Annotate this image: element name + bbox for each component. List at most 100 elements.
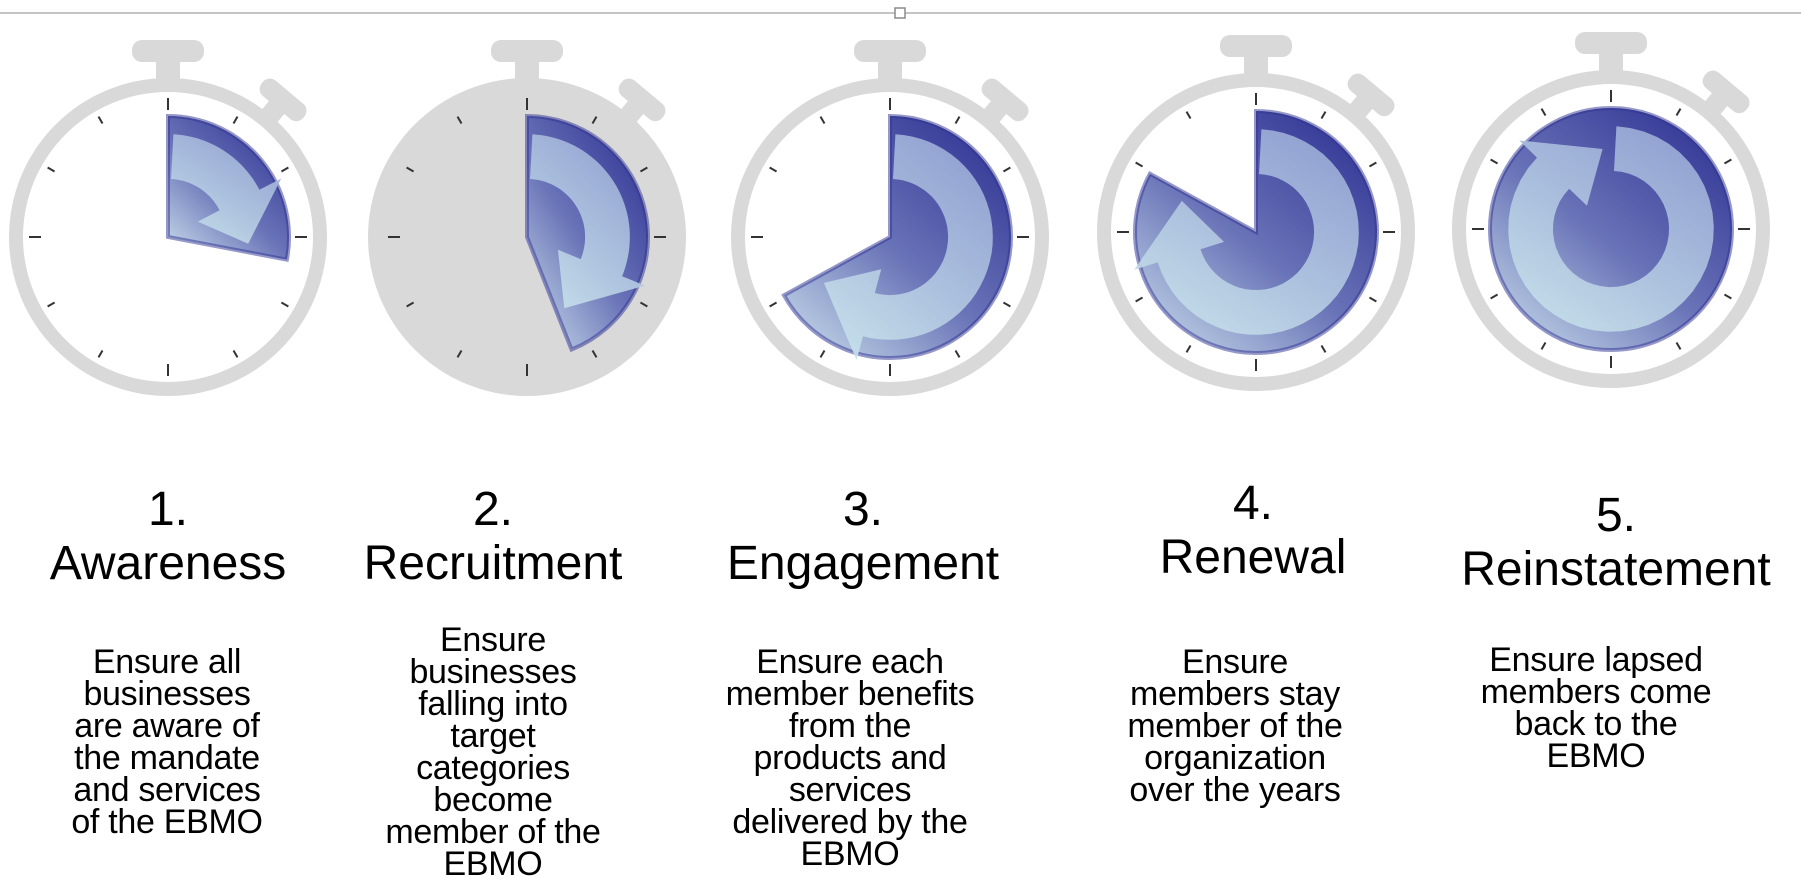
tick-mark [1320, 344, 1327, 353]
stage-title-awareness: 1. Awareness [8, 483, 328, 591]
stage-name: Renewal [1159, 530, 1347, 584]
description-line: Ensure [1182, 643, 1288, 681]
tick-mark [1723, 293, 1732, 300]
stage-description-awareness: Ensure all businesses are aware of the m… [17, 643, 317, 841]
description-line: back to the [1514, 705, 1678, 743]
description-line: EBMO [1546, 737, 1646, 775]
description-line: businesses [83, 675, 251, 713]
tick-mark [47, 301, 56, 308]
description-line: from the [788, 707, 912, 745]
tick-mark [769, 166, 778, 173]
tick-mark [1135, 161, 1144, 168]
tick-mark [47, 166, 56, 173]
side-button-cap [981, 78, 1029, 122]
stopwatch-renewal [1097, 35, 1415, 391]
tick-mark [1540, 341, 1547, 350]
selection-handle[interactable] [894, 7, 906, 19]
stage-description-recruitment: Ensure businesses falling into target ca… [343, 621, 643, 881]
tick-mark [954, 116, 961, 125]
progress-arrow [1508, 126, 1714, 332]
description-line: members come [1480, 673, 1712, 711]
description-line: products and [753, 739, 947, 777]
stage-name: Recruitment [363, 536, 623, 590]
stage-name: Awareness [49, 536, 287, 590]
tick-mark [769, 301, 778, 308]
description-line: member benefits [725, 675, 975, 713]
progress-sector-outline [1488, 106, 1734, 352]
tick-mark [1368, 161, 1377, 168]
tick-mark [406, 166, 415, 173]
tick-mark [639, 301, 648, 308]
description-line: Ensure all [92, 643, 242, 681]
stage-number: 3. [842, 483, 884, 536]
progress-sector-outline [781, 113, 1013, 360]
tick-mark [819, 116, 826, 125]
progress-arrow [171, 134, 282, 244]
tick-mark [97, 116, 104, 125]
tick-mark [456, 349, 463, 358]
stage-number: 5. [1595, 489, 1637, 542]
description-line: member of the [385, 813, 601, 851]
tick-mark [639, 166, 648, 173]
stage-number: 4. [1232, 477, 1274, 530]
tick-mark [1185, 344, 1192, 353]
tick-mark [1368, 296, 1377, 303]
description-line: Ensure lapsed [1489, 641, 1703, 679]
description-line: falling into [418, 685, 568, 723]
description-line: Ensure each [756, 643, 944, 681]
tick-mark [456, 116, 463, 125]
tick-mark [280, 166, 289, 173]
tick-mark [232, 349, 239, 358]
description-line: members stay [1130, 675, 1340, 713]
stopwatch-crown [1575, 32, 1647, 54]
tick-mark [954, 349, 961, 358]
stopwatch-awareness [9, 40, 327, 396]
description-line: of the EBMO [71, 803, 263, 841]
stage-title-recruitment: 2. Recruitment [333, 483, 653, 591]
stage-number: 2. [472, 483, 514, 536]
tick-mark [1185, 111, 1192, 120]
tick-mark [1675, 108, 1682, 117]
tick-mark [1002, 301, 1011, 308]
stage-title-renewal: 4. Renewal [1093, 477, 1413, 585]
stopwatch-recruitment [368, 40, 686, 396]
description-line: businesses [409, 653, 577, 691]
stopwatch-crown [854, 40, 926, 62]
side-button-cap [1702, 70, 1750, 114]
tick-mark [1320, 111, 1327, 120]
stage-name: Engagement [726, 536, 1000, 590]
description-line: the mandate [74, 739, 260, 777]
stage-description-engagement: Ensure each member benefits from the pro… [700, 643, 1000, 873]
tick-mark [280, 301, 289, 308]
side-button-cap [618, 78, 666, 122]
tick-mark [1490, 158, 1499, 165]
tick-mark [1540, 108, 1547, 117]
stage-name: Reinstatement [1461, 542, 1771, 596]
description-line: member of the [1127, 707, 1343, 745]
stage-description-renewal: Ensure members stay member of the organi… [1085, 643, 1385, 809]
tick-mark [232, 116, 239, 125]
description-line: over the years [1129, 771, 1341, 809]
stage-description-reinstatement: Ensure lapsed members come back to the E… [1446, 641, 1746, 775]
tick-mark [591, 349, 598, 358]
stage-title-reinstatement: 5. Reinstatement [1456, 489, 1776, 597]
side-button-cap [259, 78, 307, 122]
side-button-cap [1347, 73, 1395, 117]
progress-sector-outline [166, 113, 291, 263]
tick-mark [1723, 158, 1732, 165]
tick-mark [97, 349, 104, 358]
stopwatch-crown [132, 40, 204, 62]
progress-arrow [530, 134, 645, 309]
description-line: become [433, 781, 553, 819]
description-line: target [450, 717, 536, 755]
description-line: and services [73, 771, 261, 809]
progress-sector-outline [525, 113, 650, 353]
description-line: categories [416, 749, 570, 787]
tick-mark [1135, 296, 1144, 303]
description-line: EBMO [800, 835, 900, 873]
tick-mark [1002, 166, 1011, 173]
description-line: delivered by the [732, 803, 968, 841]
stopwatch-crown [491, 40, 563, 62]
description-line: Ensure [440, 621, 546, 659]
